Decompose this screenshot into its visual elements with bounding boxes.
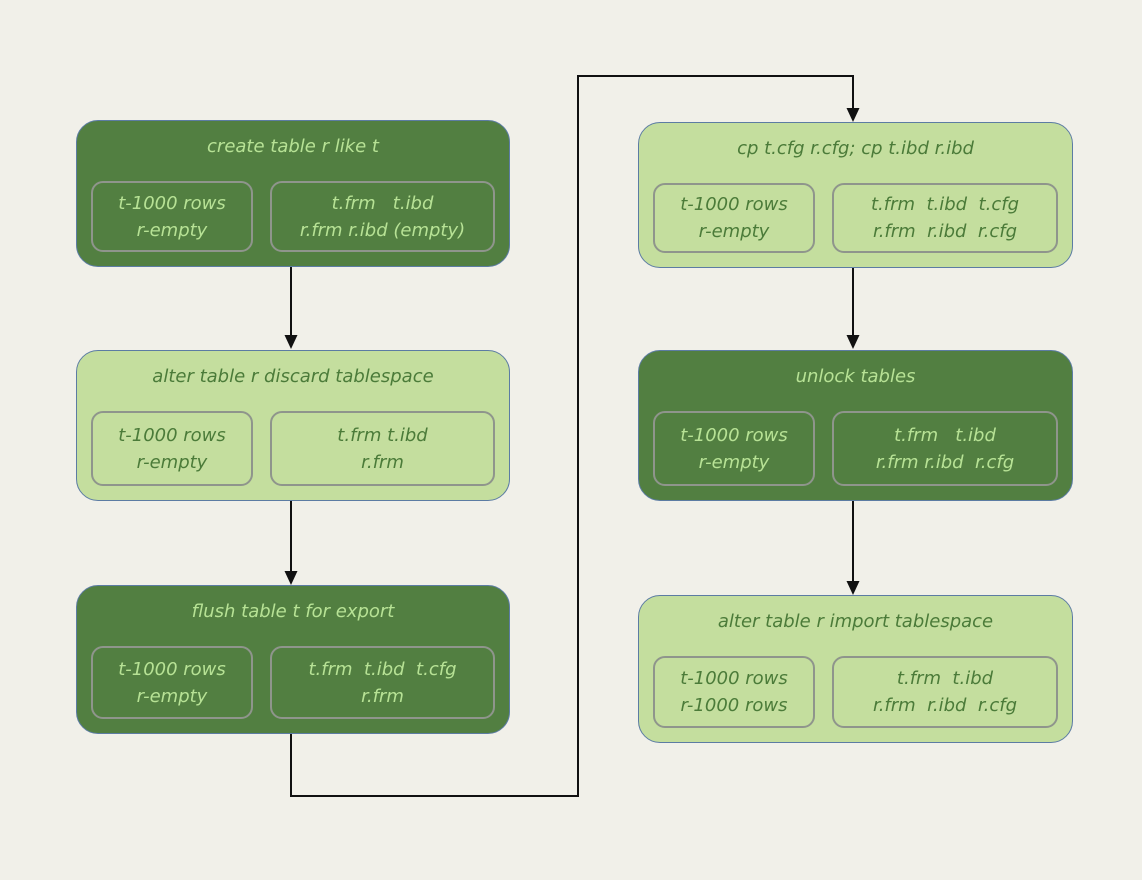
edge-create-to-discard (284, 267, 298, 349)
files-state-line: t.frm t.ibd (894, 424, 996, 446)
rows-state-box: t-1000 rows r-empty (91, 646, 253, 719)
files-state-line: r.frm r.ibd r.cfg (875, 451, 1015, 473)
node-unlock-tables: unlock tables t-1000 rows r-empty t.frm … (638, 350, 1073, 501)
rows-state-line: t-1000 rows (680, 424, 788, 446)
node-title: alter table r discard tablespace (152, 366, 434, 387)
rows-state-line: t-1000 rows (118, 424, 226, 446)
files-state-box: t.frm t.ibd r.frm r.ibd r.cfg (832, 411, 1058, 486)
files-state-line: r.frm r.ibd r.cfg (872, 695, 1018, 716)
rows-state-line: r-empty (136, 219, 208, 241)
arrowhead-icon (846, 581, 860, 595)
edge-unlock-to-import (846, 501, 860, 595)
node-copy-files: cp t.cfg r.cfg; cp t.ibd r.ibd t-1000 ro… (638, 122, 1073, 268)
files-state-line: t.frm t.ibd t.cfg (308, 658, 457, 680)
node-title: cp t.cfg r.cfg; cp t.ibd r.ibd (737, 138, 974, 159)
rows-state-line: t-1000 rows (680, 194, 788, 215)
rows-state-line: r-1000 rows (680, 695, 788, 716)
node-detail-row: t-1000 rows r-empty t.frm t.ibd r.frm (91, 411, 495, 486)
node-title: unlock tables (795, 366, 916, 387)
files-state-line: t.frm t.ibd (896, 668, 994, 689)
arrowhead-icon (284, 571, 298, 585)
arrowhead-icon (846, 335, 860, 349)
files-state-line: r.frm (361, 451, 404, 473)
files-state-line: t.frm t.ibd (331, 192, 434, 214)
files-state-box: t.frm t.ibd t.cfg r.frm r.ibd r.cfg (832, 183, 1058, 253)
rows-state-line: r-empty (136, 685, 208, 707)
files-state-box: t.frm t.ibd t.cfg r.frm (270, 646, 495, 719)
node-title: create table r like t (207, 136, 379, 157)
node-title: alter table r import tablespace (717, 611, 994, 632)
node-detail-row: t-1000 rows r-empty t.frm t.ibd t.cfg r.… (653, 183, 1058, 253)
rows-state-box: t-1000 rows r-1000 rows (653, 656, 815, 728)
node-detail-row: t-1000 rows r-1000 rows t.frm t.ibd r.fr… (653, 656, 1058, 728)
rows-state-line: r-empty (136, 451, 208, 473)
node-detail-row: t-1000 rows r-empty t.frm t.ibd r.frm r.… (653, 411, 1058, 486)
rows-state-box: t-1000 rows r-empty (91, 181, 253, 252)
edge-copy-to-unlock (846, 268, 860, 349)
files-state-box: t.frm t.ibd r.frm r.ibd (empty) (270, 181, 495, 252)
files-state-line: t.frm t.ibd (337, 424, 428, 446)
node-title: flush table t for export (191, 601, 395, 622)
node-import-tablespace: alter table r import tablespace t-1000 r… (638, 595, 1073, 743)
rows-state-line: r-empty (698, 221, 770, 242)
node-detail-row: t-1000 rows r-empty t.frm t.ibd r.frm r.… (91, 181, 495, 252)
files-state-line: r.frm r.ibd (empty) (299, 219, 466, 241)
edge-discard-to-flush (284, 501, 298, 585)
rows-state-box: t-1000 rows r-empty (91, 411, 253, 486)
files-state-line: r.frm r.ibd r.cfg (872, 221, 1018, 242)
files-state-line: r.frm (361, 685, 404, 707)
node-flush-table: flush table t for export t-1000 rows r-e… (76, 585, 510, 734)
rows-state-line: r-empty (698, 451, 770, 473)
files-state-line: t.frm t.ibd t.cfg (870, 194, 1019, 215)
files-state-box: t.frm t.ibd r.frm (270, 411, 495, 486)
rows-state-line: t-1000 rows (118, 192, 226, 214)
node-discard-tablespace: alter table r discard tablespace t-1000 … (76, 350, 510, 501)
rows-state-line: t-1000 rows (118, 658, 226, 680)
rows-state-box: t-1000 rows r-empty (653, 183, 815, 253)
rows-state-line: t-1000 rows (680, 668, 788, 689)
arrowhead-icon (846, 108, 860, 122)
arrowhead-icon (284, 335, 298, 349)
node-create-table: create table r like t t-1000 rows r-empt… (76, 120, 510, 267)
node-detail-row: t-1000 rows r-empty t.frm t.ibd t.cfg r.… (91, 646, 495, 719)
files-state-box: t.frm t.ibd r.frm r.ibd r.cfg (832, 656, 1058, 728)
rows-state-box: t-1000 rows r-empty (653, 411, 815, 486)
